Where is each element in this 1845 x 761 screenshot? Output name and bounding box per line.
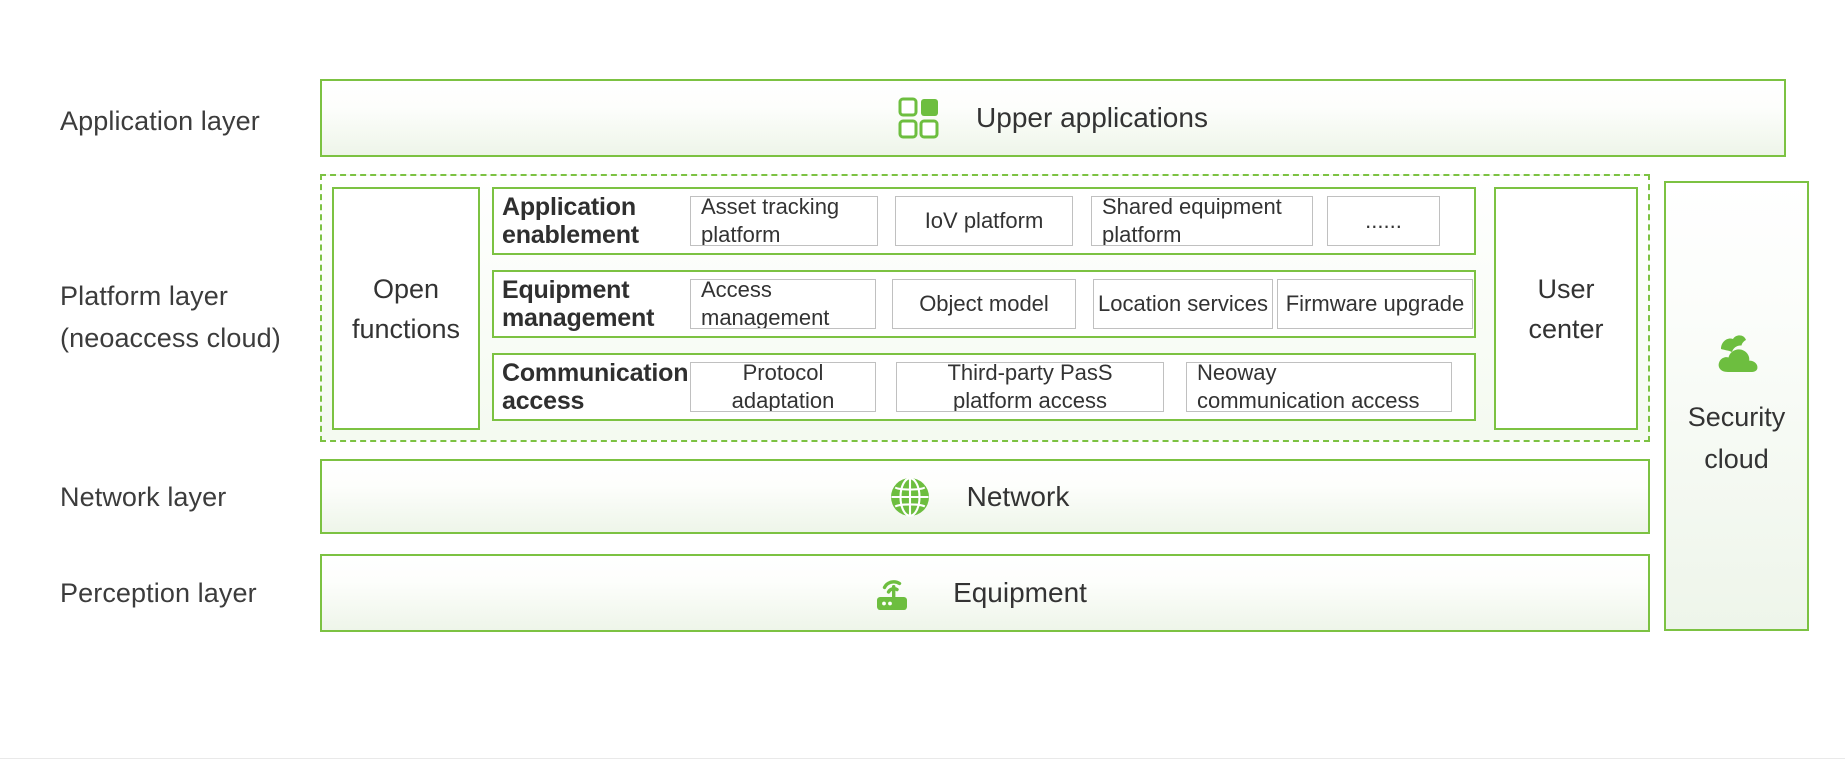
layer-label-perception-text: Perception layer [60, 578, 257, 608]
platform-row-title-line1: Communication [502, 359, 689, 387]
security-cloud-line1: Security [1687, 402, 1786, 432]
router-icon [871, 571, 917, 615]
chip-line1: Shared equipment [1102, 196, 1282, 219]
chip-line2: platform access [952, 388, 1108, 412]
chip-line2: adaptation [731, 388, 835, 412]
platform-chip-object-model[interactable]: Object model [892, 279, 1076, 329]
security-cloud-label: Security cloud [1688, 396, 1786, 480]
platform-row-application-enablement: Application enablement Asset tracking pl… [492, 187, 1476, 255]
chip-line1: ...... [1365, 208, 1402, 233]
platform-row-title-line1: Application [502, 193, 636, 221]
network-layer-bar[interactable]: Network [320, 459, 1650, 534]
security-cloud-line2: cloud [1704, 444, 1769, 474]
chip-line1: Location services [1098, 291, 1268, 316]
perception-layer-bar[interactable]: Equipment [320, 554, 1650, 632]
platform-chip-asset-tracking-platform[interactable]: Asset tracking platform [690, 196, 878, 246]
layer-label-network-text: Network layer [60, 482, 227, 512]
open-functions-box[interactable]: Open functions [332, 187, 480, 430]
globe-icon [889, 476, 931, 518]
chip-line1: Access [701, 279, 772, 302]
chip-line1: Asset tracking [701, 196, 840, 219]
chip-line1: Protocol [742, 362, 824, 385]
platform-row-title: Communication access [494, 359, 688, 415]
layer-label-platform: Platform layer (neoaccess cloud) [60, 275, 281, 359]
perception-bar-label: Equipment [953, 577, 1087, 608]
apps-grid-icon [898, 97, 940, 139]
platform-chip-access-management[interactable]: Access management [690, 279, 876, 329]
open-functions-line2: functions [351, 313, 461, 344]
layer-label-application: Application layer [60, 100, 260, 142]
platform-row-title: Equipment management [494, 276, 688, 332]
chip-line2: platform [701, 222, 781, 246]
platform-row-title-line2: management [502, 304, 655, 332]
platform-row-title-line2: enablement [502, 221, 639, 249]
platform-chip-location-services[interactable]: Location services [1093, 279, 1273, 329]
layer-label-network: Network layer [60, 476, 226, 518]
application-layer-bar[interactable]: Upper applications [320, 79, 1786, 157]
chip-line1: Object model [919, 291, 1049, 316]
security-cloud-panel[interactable]: Security cloud [1664, 181, 1809, 631]
user-center-line2: center [1528, 313, 1604, 344]
user-center-box[interactable]: User center [1494, 187, 1638, 430]
platform-chip-protocol-adaptation[interactable]: Protocol adaptation [690, 362, 876, 412]
platform-chip-third-party-paas-access[interactable]: Third-party PasS platform access [896, 362, 1164, 412]
chip-line1: Firmware upgrade [1285, 291, 1465, 316]
platform-chip-neoway-communication-access[interactable]: Neoway communication access [1186, 362, 1452, 412]
chip-line2: management [701, 305, 830, 329]
layer-label-application-text: Application layer [60, 106, 260, 136]
layer-label-platform-line2: (neoaccess cloud) [60, 323, 281, 353]
platform-chip-shared-equipment-platform[interactable]: Shared equipment platform [1091, 196, 1313, 246]
chip-line2: communication access [1197, 388, 1420, 412]
user-center-line1: User [1537, 273, 1595, 304]
layer-label-perception: Perception layer [60, 572, 257, 614]
platform-chip-ellipsis[interactable]: ...... [1327, 196, 1440, 246]
platform-row-title-line1: Equipment [502, 276, 630, 304]
platform-row-title-line2: access [502, 387, 585, 415]
platform-chip-firmware-upgrade[interactable]: Firmware upgrade [1277, 279, 1473, 329]
open-functions-line1: Open [372, 273, 440, 304]
layer-label-platform-line1: Platform layer [60, 281, 228, 311]
platform-row-equipment-management: Equipment management Access management O… [492, 270, 1476, 338]
platform-row-communication-access: Communication access Protocol adaptation… [492, 353, 1476, 421]
platform-chip-iov-platform[interactable]: IoV platform [895, 196, 1073, 246]
chip-line1: IoV platform [924, 208, 1044, 233]
platform-row-title: Application enablement [494, 193, 688, 249]
network-bar-label: Network [966, 480, 1070, 512]
chip-line2: platform [1102, 222, 1182, 246]
chip-line1: Neoway [1197, 362, 1277, 385]
application-bar-label: Upper applications [976, 102, 1208, 133]
cloud-icon [1707, 332, 1767, 378]
chip-line1: Third-party PasS [947, 362, 1113, 385]
bottom-divider [0, 758, 1845, 759]
